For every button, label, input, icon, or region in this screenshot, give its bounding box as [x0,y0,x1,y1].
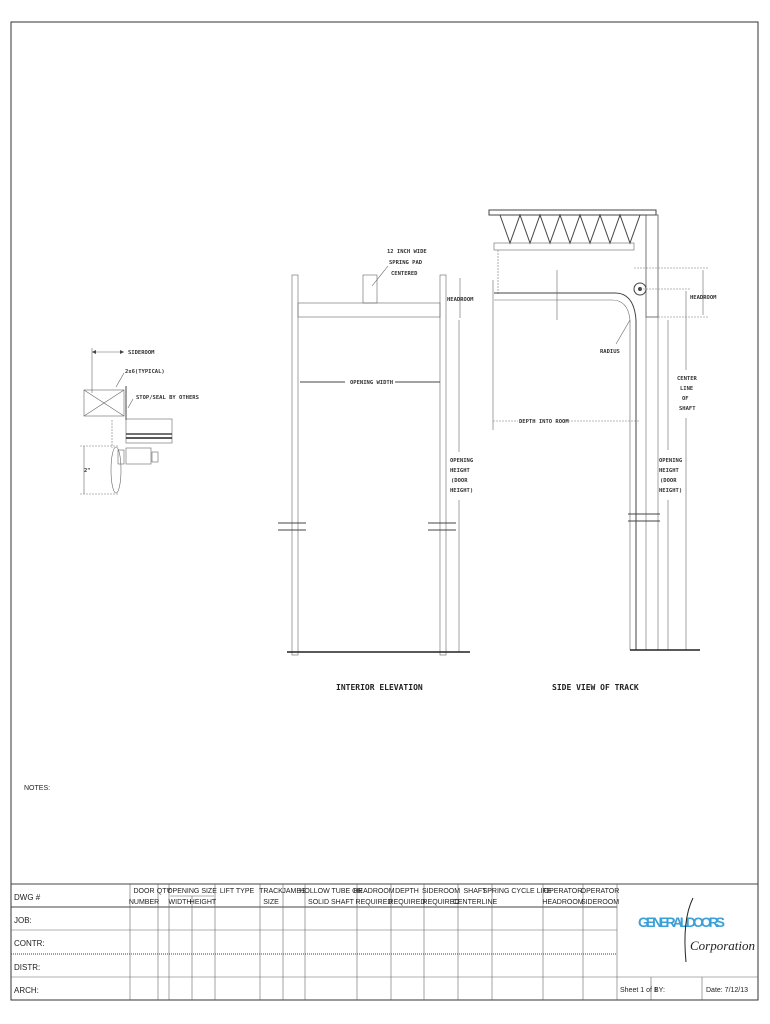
side-opening-height-label-1: OPENING [659,458,683,464]
radius-label: RADIUS [600,349,620,355]
center-line-label-2: LINE [680,386,693,392]
general-doors-logo: GENERAL DOORS Corporation [638,897,755,963]
interior-elevation-title: INTERIOR ELEVATION [336,683,423,692]
sideroom-label: SIDEROOM [128,350,155,356]
header-lift-type: LIFT TYPE [220,888,255,895]
side-opening-height-label-3: (DOOR [660,478,677,484]
opening-height-label-3: (DOOR [451,478,468,484]
header-number: NUMBER [129,899,159,906]
header-track: TRACK [259,888,283,895]
header-door: DOOR [134,888,155,895]
header-operator-headroom: HEADROOM [542,899,583,906]
side-headroom-label: HEADROOM [690,295,717,301]
side-view-title: SIDE VIEW OF TRACK [552,683,639,692]
header-size: SIZE [263,899,279,906]
spring-pad-label-2: SPRING PAD [389,260,423,266]
notes-label: NOTES: [24,785,50,792]
header-sideroom: SIDEROOM [422,888,460,895]
header-sideroom-required: REQUIRED [423,899,460,906]
dwg-label: DWG # [14,893,41,902]
header-centerline: CENTERLINE [453,899,498,906]
opening-width-label: OPENING WIDTH [350,380,393,386]
header-shaft: SHAFT [464,888,488,895]
sideroom-detail: SIDEROOM 2x6(TYPICAL) STOP/SEAL BY OTHER… [80,348,199,495]
spring-pad-label-3: CENTERED [391,271,418,277]
header-operator-2: OPERATOR [581,888,620,895]
header-width: WIDTH [169,899,192,906]
dimension-2in-label: 2" [84,468,91,474]
contr-label: CONTR: [14,939,45,948]
opening-height-label-2: HEIGHT [450,468,471,474]
header-solid-shaft: SOLID SHAFT [308,899,355,906]
opening-height-label-4: HEIGHT) [450,488,473,494]
header-height: HEIGHT [190,899,217,906]
headroom-label: HEADROOM [447,297,474,303]
header-depth-required: REQUIRED [389,899,426,906]
center-line-label-3: OF [682,396,689,402]
header-headroom-required: REQUIRED [356,899,393,906]
side-view-of-track: HEADROOM RADIUS CENTER LINE OF SHAFT DEP… [488,209,717,692]
interior-elevation: 12 INCH WIDE SPRING PAD CENTERED HEADROO… [278,249,474,692]
header-opening-size: OPENING SIZE [167,888,217,895]
header-headroom: HEADROOM [353,888,394,895]
depth-into-room-label: DEPTH INTO ROOM [519,419,569,425]
by-label: BY: [654,987,665,994]
opening-height-label-1: OPENING [450,458,474,464]
logo-top: GENERAL DOORS [638,914,728,930]
job-label: JOB: [14,916,32,925]
header-qty: QTY [157,888,172,895]
header-operator: OPERATOR [544,888,583,895]
header-jambs: JAMBS [282,888,306,895]
header-depth: DEPTH [395,888,419,895]
date-label: Date: 7/12/13 [706,987,748,994]
logo-bottom: Corporation [690,938,755,953]
spring-pad-label-1: 12 INCH WIDE [387,249,427,255]
arch-label: ARCH: [14,986,39,995]
title-block: DWG # JOB: CONTR: DISTR: ARCH: DOOR NUMB… [11,883,758,1000]
header-hollow-tube: HOLLOW TUBE OR [299,888,362,895]
center-line-label-1: CENTER [677,376,698,382]
header-spring-cycle-life: SPRING CYCLE LIFE [483,888,552,895]
distr-label: DISTR: [14,963,40,972]
sheet-border [10,21,759,1001]
side-opening-height-label-2: HEIGHT [659,468,680,474]
stop-seal-label: STOP/SEAL BY OTHERS [136,395,199,401]
sheet-number: Sheet 1 of 1 [620,987,658,994]
lumber-label: 2x6(TYPICAL) [125,369,165,375]
center-line-label-4: SHAFT [679,406,696,412]
side-opening-height-label-4: HEIGHT) [659,488,682,494]
header-operator-sideroom: SIDEROOM [581,899,619,906]
